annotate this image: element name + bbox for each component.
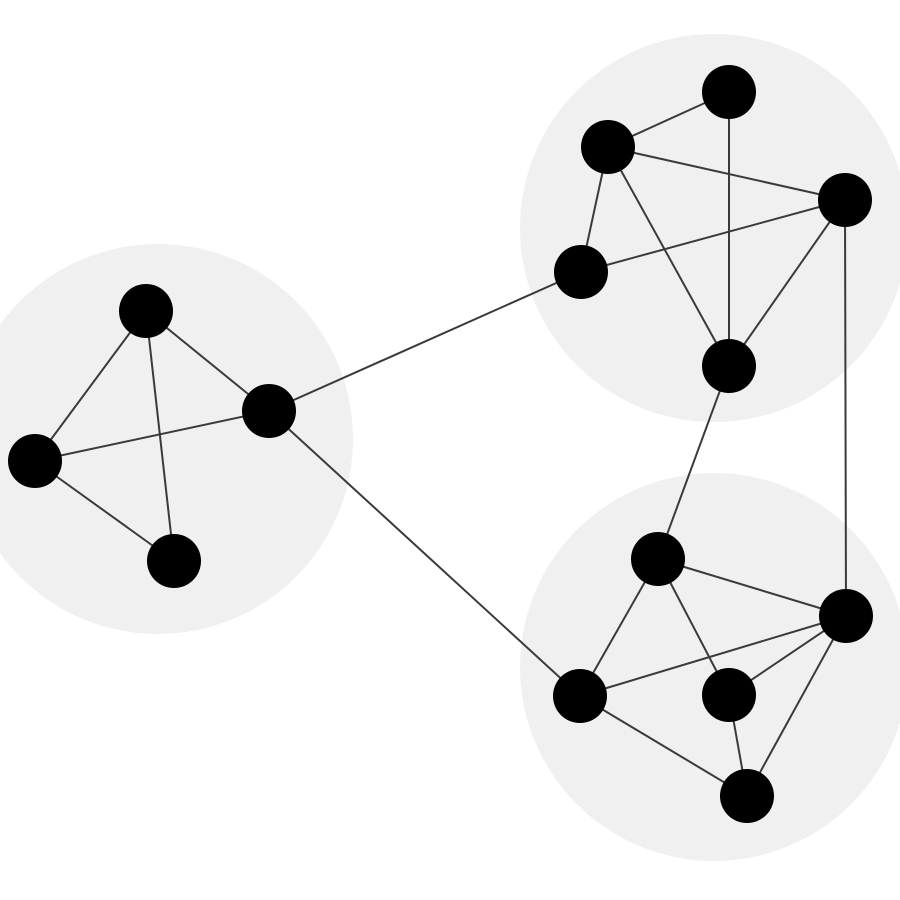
node-B4 <box>553 669 607 723</box>
edge-L2-T4 <box>268 271 582 412</box>
node-L4 <box>147 534 201 588</box>
node-L1 <box>119 284 173 338</box>
cluster-left <box>0 244 353 634</box>
node-B5 <box>720 769 774 823</box>
node-B2 <box>819 589 873 643</box>
node-B3 <box>702 668 756 722</box>
edge-L1-L4 <box>145 310 175 562</box>
node-T5 <box>702 339 756 393</box>
edge-L2-B4 <box>268 410 581 697</box>
edge-B2-B4 <box>579 615 847 697</box>
edge-B1-B2 <box>657 558 847 617</box>
node-T2 <box>581 120 635 174</box>
nodes-layer <box>8 65 873 823</box>
edge-B4-B5 <box>579 695 748 797</box>
edge-T3-T4 <box>580 199 846 273</box>
cluster-bottom-right <box>520 473 900 861</box>
node-L3 <box>8 434 62 488</box>
clusters-layer <box>0 34 900 861</box>
edge-L3-L4 <box>34 460 175 562</box>
node-T1 <box>702 65 756 119</box>
node-L2 <box>242 384 296 438</box>
node-T3 <box>818 173 872 227</box>
edge-T2-T5 <box>607 146 730 367</box>
node-B1 <box>631 532 685 586</box>
edge-T3-T5 <box>728 199 846 367</box>
edge-T5-B1 <box>657 365 730 560</box>
node-T4 <box>554 245 608 299</box>
edge-T2-T3 <box>607 146 846 201</box>
edge-L2-L3 <box>34 410 270 462</box>
edge-T3-B2 <box>844 199 847 617</box>
edge-L1-L3 <box>34 310 147 462</box>
edge-B2-B5 <box>746 615 847 797</box>
